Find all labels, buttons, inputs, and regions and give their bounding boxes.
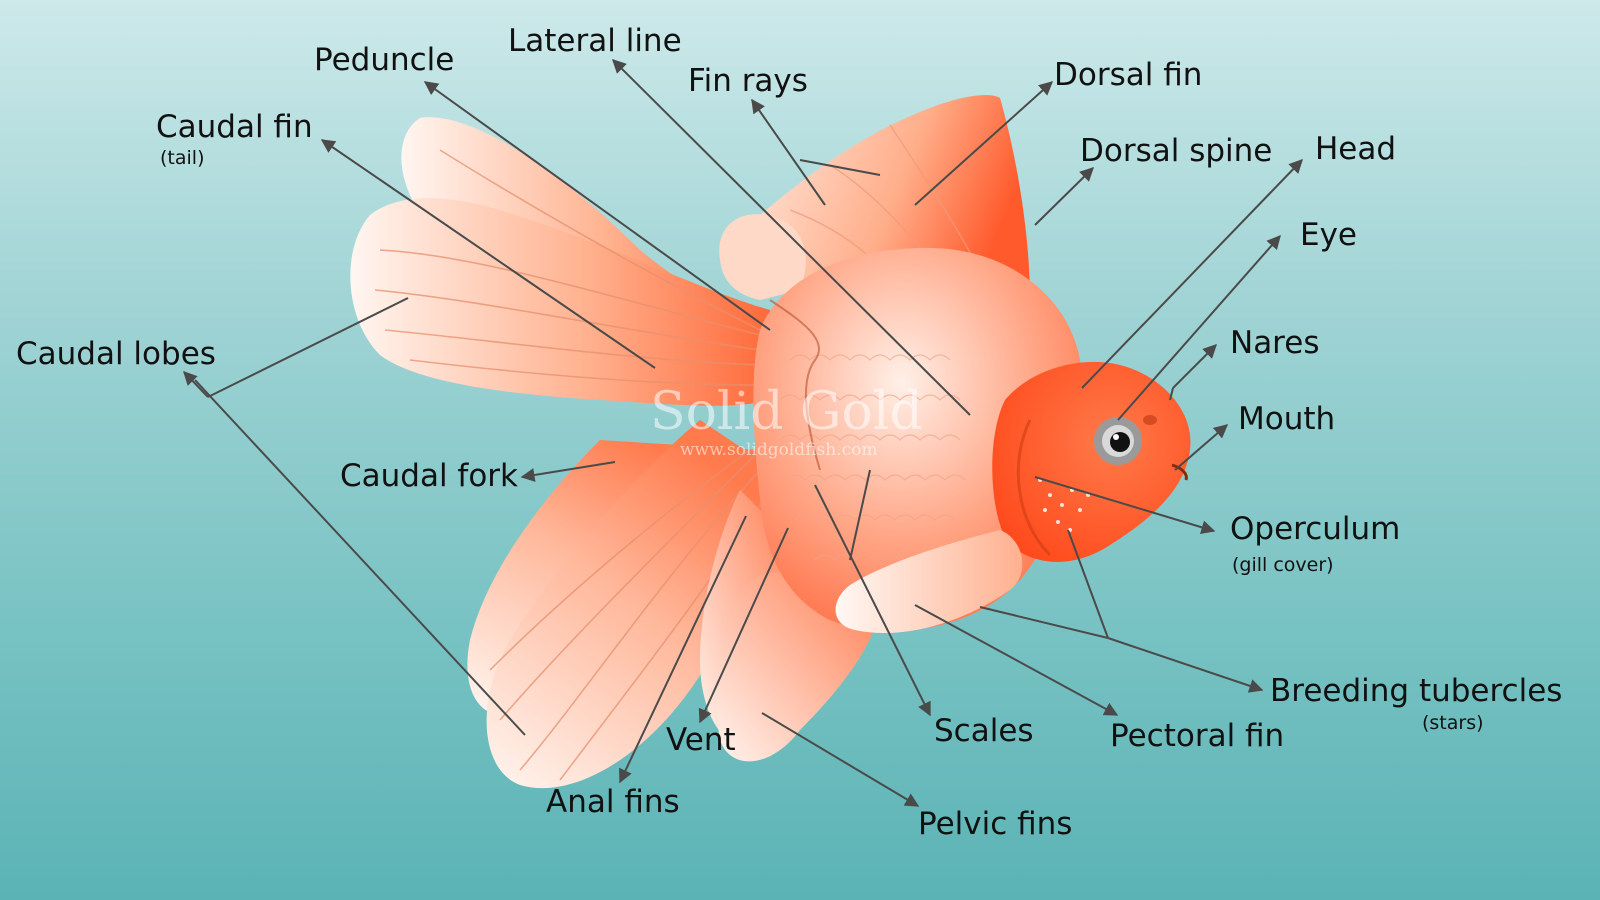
- label-caudal-fin: Caudal fin: [156, 109, 313, 145]
- caudal-lobe-lower: [486, 420, 775, 789]
- label-vent: Vent: [666, 722, 736, 758]
- nares-shape: [1143, 415, 1157, 425]
- label-fin-rays: Fin rays: [688, 63, 808, 99]
- label-dorsal-spine: Dorsal spine: [1080, 133, 1273, 169]
- pectoral-fin-shape: [835, 530, 1023, 634]
- label-operculum-sub: (gill cover): [1232, 554, 1334, 576]
- pointer-lines: [183, 59, 1303, 807]
- label-anal-fins: Anal fins: [546, 784, 680, 820]
- label-eye: Eye: [1300, 217, 1358, 253]
- head-shape: [992, 361, 1191, 562]
- label-lateral-line: Lateral line: [508, 23, 682, 59]
- label-pelvic-fins: Pelvic fins: [918, 806, 1073, 842]
- label-mouth: Mouth: [1238, 401, 1336, 437]
- label-breeding-tubercles-sub: (stars): [1422, 712, 1484, 734]
- mouth-shape: [1171, 463, 1188, 481]
- label-caudal-fork: Caudal fork: [340, 458, 519, 494]
- label-breeding-tubercles: Breeding tubercles: [1270, 673, 1563, 709]
- label-pectoral-fin: Pectoral fin: [1110, 718, 1285, 754]
- label-peduncle: Peduncle: [314, 42, 455, 78]
- label-dorsal-fin: Dorsal fin: [1054, 57, 1203, 93]
- label-caudal-fin-sub: (tail): [160, 147, 205, 169]
- dorsal-fin-front: [719, 214, 806, 300]
- dorsal-fin-shape: [755, 95, 1030, 300]
- label-operculum: Operculum: [1230, 511, 1401, 547]
- watermark-url: www.solidgoldfish.com: [680, 440, 878, 460]
- watermark-title: Solid Gold: [650, 382, 923, 442]
- label-caudal-lobes: Caudal lobes: [16, 336, 216, 372]
- label-scales: Scales: [934, 713, 1034, 749]
- label-nares: Nares: [1230, 325, 1320, 361]
- label-head: Head: [1315, 131, 1397, 167]
